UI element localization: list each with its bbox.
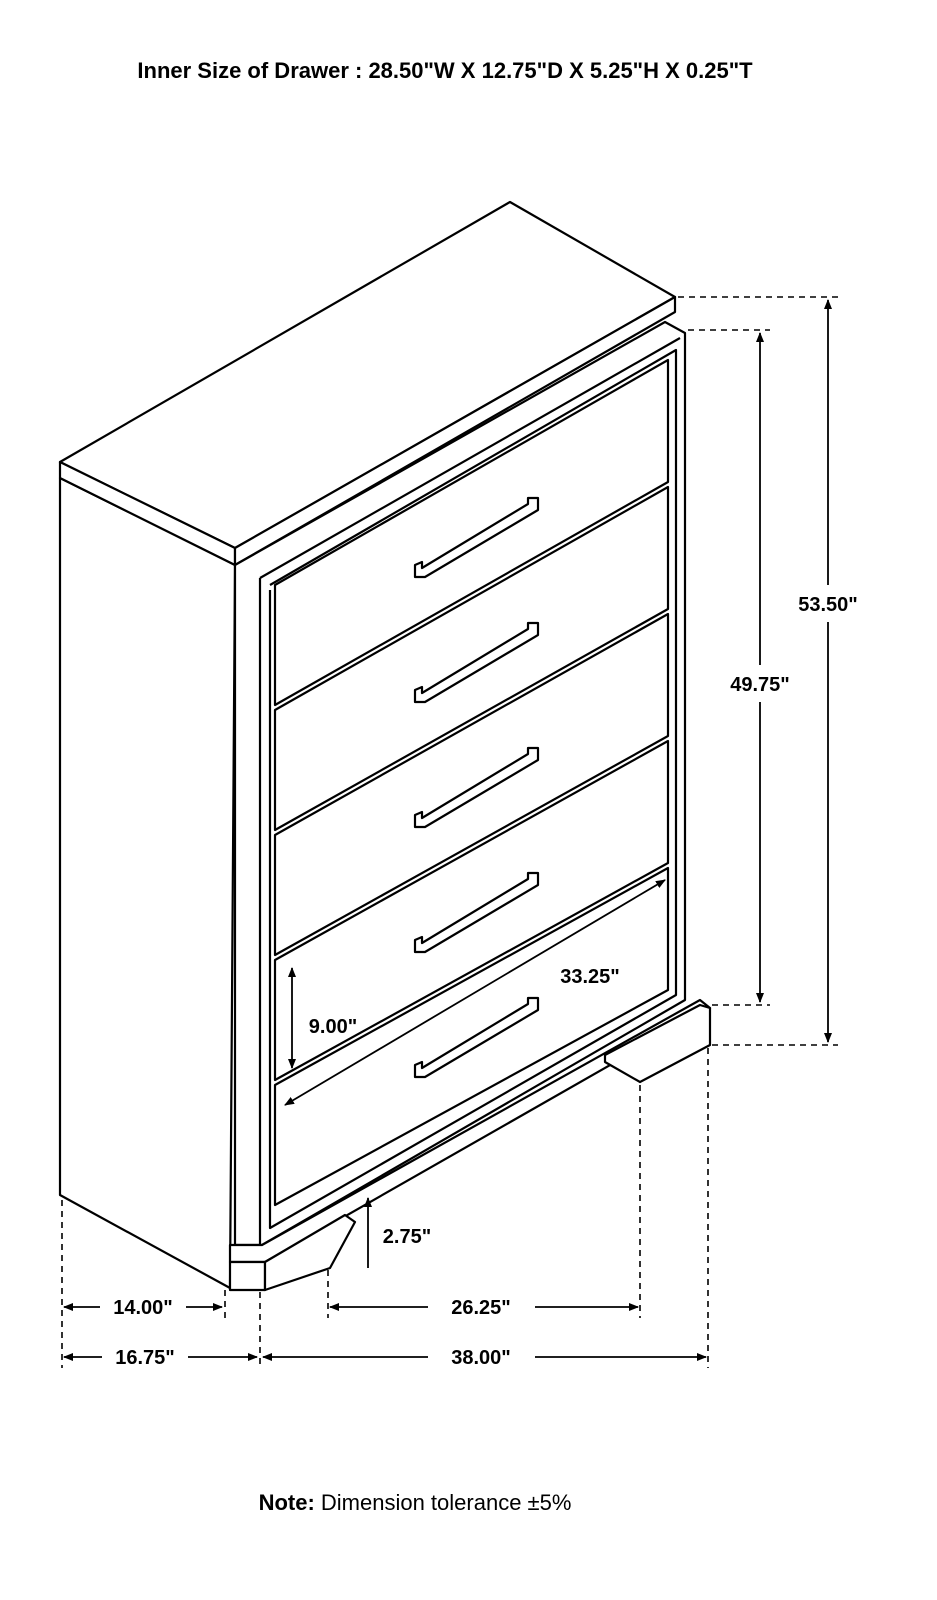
drawer-width-label: 33.25" (560, 966, 620, 988)
overall-width-label: 38.00" (451, 1347, 511, 1369)
top-edge-front (233, 295, 677, 567)
left-foot (263, 1213, 357, 1292)
leg-height-label: 2.75" (383, 1226, 431, 1248)
drawer-inner-size-title: Inner Size of Drawer : 28.50"W X 12.75"D… (137, 58, 753, 83)
leg-span-label: 26.25" (451, 1297, 511, 1319)
tolerance-note: Note: Dimension tolerance ±5% (259, 1490, 572, 1515)
drawer-front (273, 358, 670, 707)
extension-lines (61, 296, 838, 1368)
dimension-lines (63, 299, 832, 1361)
note-text: Dimension tolerance ±5% (315, 1490, 572, 1515)
drawer-handle (413, 746, 540, 829)
drawer-handle (413, 496, 540, 579)
overall-height-label: 53.50" (798, 594, 858, 616)
drawer-front (273, 612, 670, 957)
drawer-height-label: 9.00" (309, 1016, 357, 1038)
note-label: Note: (259, 1490, 315, 1515)
overall-depth-label: 16.75" (115, 1347, 175, 1369)
side-panel (58, 476, 237, 1290)
inner-depth-label: 14.00" (113, 1297, 173, 1319)
drawer-handle (413, 621, 540, 704)
case-height-label: 49.75" (730, 674, 790, 696)
drawer-front (273, 485, 670, 832)
